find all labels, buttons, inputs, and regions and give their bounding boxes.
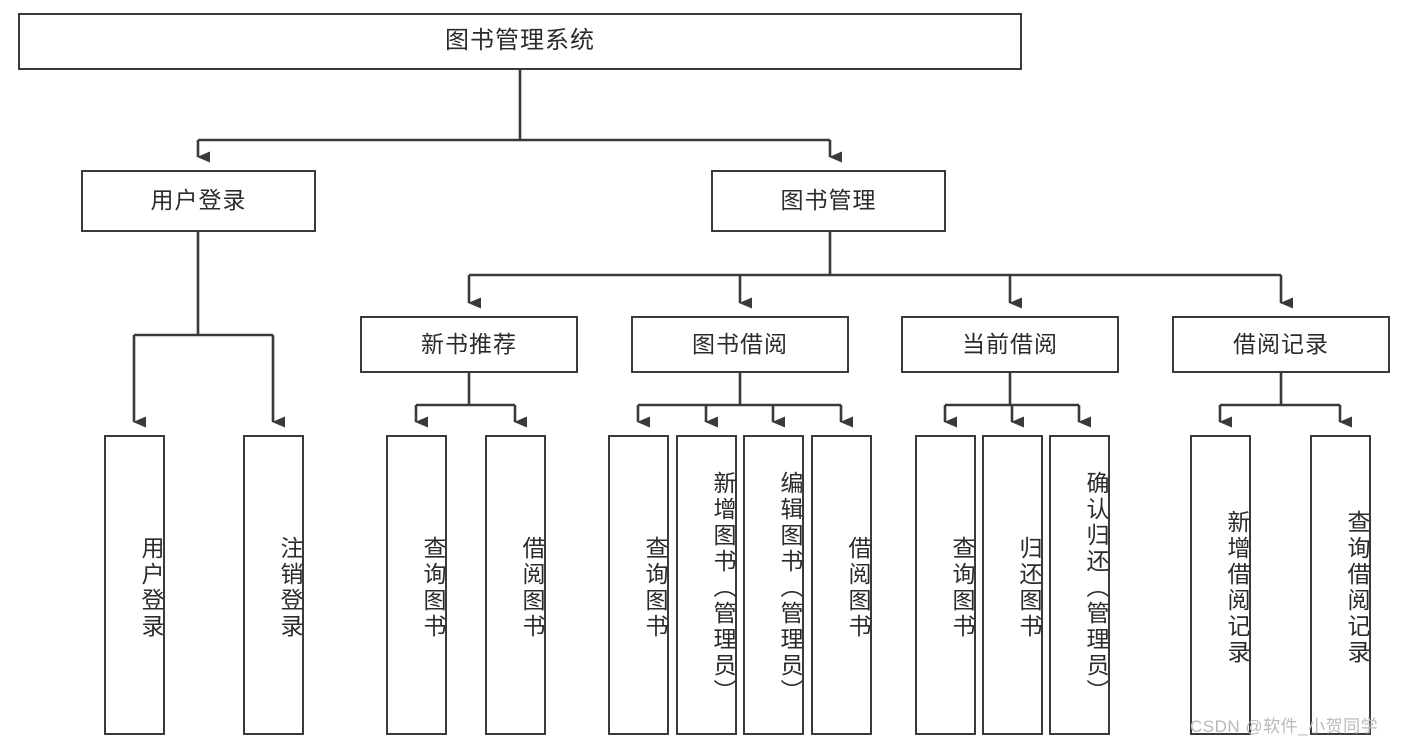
node-book-borrowing[interactable]: 图书借阅 <box>631 316 849 373</box>
node-current-borrowing[interactable]: 当前借阅 <box>901 316 1119 373</box>
node-book-management[interactable]: 图书管理 <box>711 170 946 232</box>
leaf-add-borrowing-record[interactable]: 新增借阅记录 <box>1190 435 1251 735</box>
leaf-query-borrowing-record[interactable]: 查询借阅记录 <box>1310 435 1371 735</box>
node-new-book-recommendation[interactable]: 新书推荐 <box>360 316 578 373</box>
node-user-login[interactable]: 用户登录 <box>81 170 316 232</box>
leaf-edit-book-admin[interactable]: 编辑图书（管理员） <box>743 435 804 735</box>
leaf-confirm-return-admin[interactable]: 确认归还（管理员） <box>1049 435 1110 735</box>
leaf-logout[interactable]: 注销登录 <box>243 435 304 735</box>
leaf-add-book-admin[interactable]: 新增图书（管理员） <box>676 435 737 735</box>
leaf-borrow-books-recommendation[interactable]: 借阅图书 <box>485 435 546 735</box>
leaf-query-books-recommendation[interactable]: 查询图书 <box>386 435 447 735</box>
leaf-borrow-books[interactable]: 借阅图书 <box>811 435 872 735</box>
node-root-library-system[interactable]: 图书管理系统 <box>18 13 1022 70</box>
node-borrowing-records[interactable]: 借阅记录 <box>1172 316 1390 373</box>
leaf-return-books[interactable]: 归还图书 <box>982 435 1043 735</box>
csdn-watermark: CSDN @软件_小贺同学 <box>1190 717 1379 736</box>
leaf-query-books-current[interactable]: 查询图书 <box>915 435 976 735</box>
leaf-query-books-borrowing[interactable]: 查询图书 <box>608 435 669 735</box>
leaf-user-login[interactable]: 用户登录 <box>104 435 165 735</box>
